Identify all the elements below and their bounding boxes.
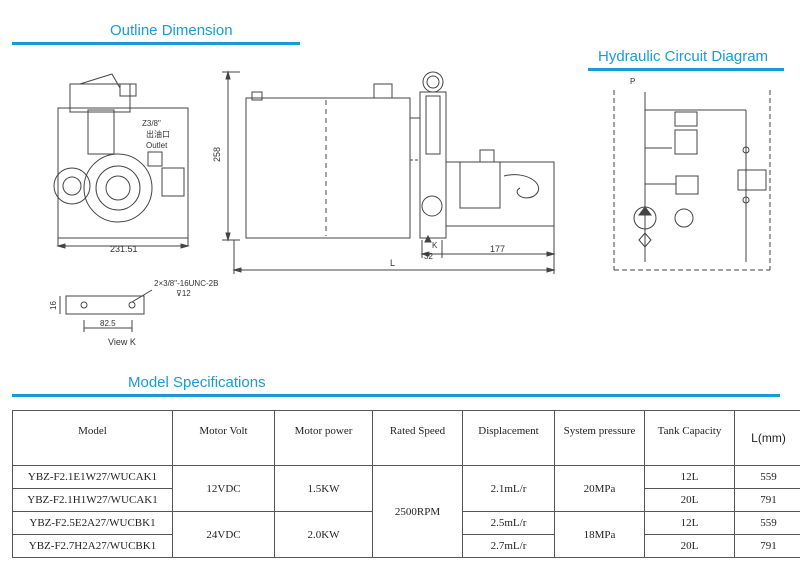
width-value: 231.51 [110,244,138,254]
specs-title-underline [12,394,780,397]
model-specs-title: Model Specifications [128,374,266,391]
col-header-system-pressure: System pressure [554,410,645,466]
outlet-cn-label: 出油口 [146,129,170,139]
height-value: 258 [212,147,222,162]
col-header-model: Model [12,410,173,466]
model-cell: YBZ-F2.5E2A27/WUCBK1 [12,511,173,535]
view-k-label: View K [108,337,136,347]
table-row: YBZ-F2.1E1W27/WUCAK1 12VDC 1.5KW 2500RPM… [12,465,800,558]
tank-capacity-cell: 20L [644,534,735,558]
dim-82-5-value: 82.5 [100,319,116,328]
tank-capacity-cell: 12L [644,511,735,535]
front-view [53,73,189,246]
system-pressure-cell: 20MPa [554,465,645,512]
motor-power-cell: 2.0KW [274,511,373,558]
col-header-length: L(mm) [734,410,800,466]
col-header-motor-power: Motor power [274,410,373,466]
model-cell: YBZ-F2.1H1W27/WUCAK1 [12,488,173,512]
model-cell: YBZ-F2.7H2A27/WUCBK1 [12,534,173,558]
motor-volt-cell: 12VDC [172,465,275,512]
table-row: YBZ-F2.7H2A27/WUCBK1 2.7mL/r 20L 791 [12,534,800,558]
dim-177-value: 177 [490,244,505,254]
col-header-tank-capacity: Tank Capacity [644,410,735,466]
k-label: K [432,241,438,250]
outlet-en-label: Outlet [146,141,168,150]
length-dimensions [232,226,556,274]
displacement-cell: 2.5mL/r [462,511,555,535]
col-header-motor-volt: Motor Volt [172,410,275,466]
model-specifications-table: Model Motor Volt Motor power Rated Speed… [12,410,800,558]
length-cell: 791 [734,488,800,512]
dim-16-value: 16 [49,301,58,310]
displacement-cell: 2.7mL/r [462,534,555,558]
outline-title-underline [12,42,300,45]
system-pressure-cell: 18MPa [554,511,645,558]
displacement-cell: 2.1mL/r [462,465,555,512]
hydraulic-circuit [613,90,771,271]
outline-dimension-title: Outline Dimension [110,22,233,39]
length-cell: 559 [734,465,800,489]
tank-capacity-cell: 20L [644,488,735,512]
tank-capacity-cell: 12L [644,465,735,489]
height-dimension [222,70,240,242]
dim-32-value: 32 [424,252,433,261]
thread-depth-label: ⊽12 [176,289,191,298]
col-header-rated-speed: Rated Speed [372,410,463,466]
motor-volt-cell: 24VDC [172,511,275,558]
outlet-thread-label: Z3/8" [142,119,161,128]
width-dimension [56,243,190,249]
view-k-drawing [59,289,153,332]
thread-spec-label: 2×3/8"-16UNC-2B [154,279,218,288]
table-row: YBZ-F2.5E2A27/WUCBK1 24VDC 2.0KW 2.5mL/r… [12,511,800,558]
circuit-title-underline [588,68,784,71]
hydraulic-circuit-title: Hydraulic Circuit Diagram [598,48,769,65]
circuit-p-label: P [630,77,635,86]
length-cell: 559 [734,511,800,535]
motor-power-cell: 1.5KW [274,465,373,512]
dim-L-value: L [390,258,395,268]
side-view [245,71,555,239]
rated-speed-cell: 2500RPM [372,465,463,558]
model-cell: YBZ-F2.1E1W27/WUCAK1 [12,465,173,489]
length-cell: 791 [734,534,800,558]
table-header-row: Model Motor Volt Motor power Rated Speed… [12,410,800,466]
col-header-displacement: Displacement [462,410,555,466]
